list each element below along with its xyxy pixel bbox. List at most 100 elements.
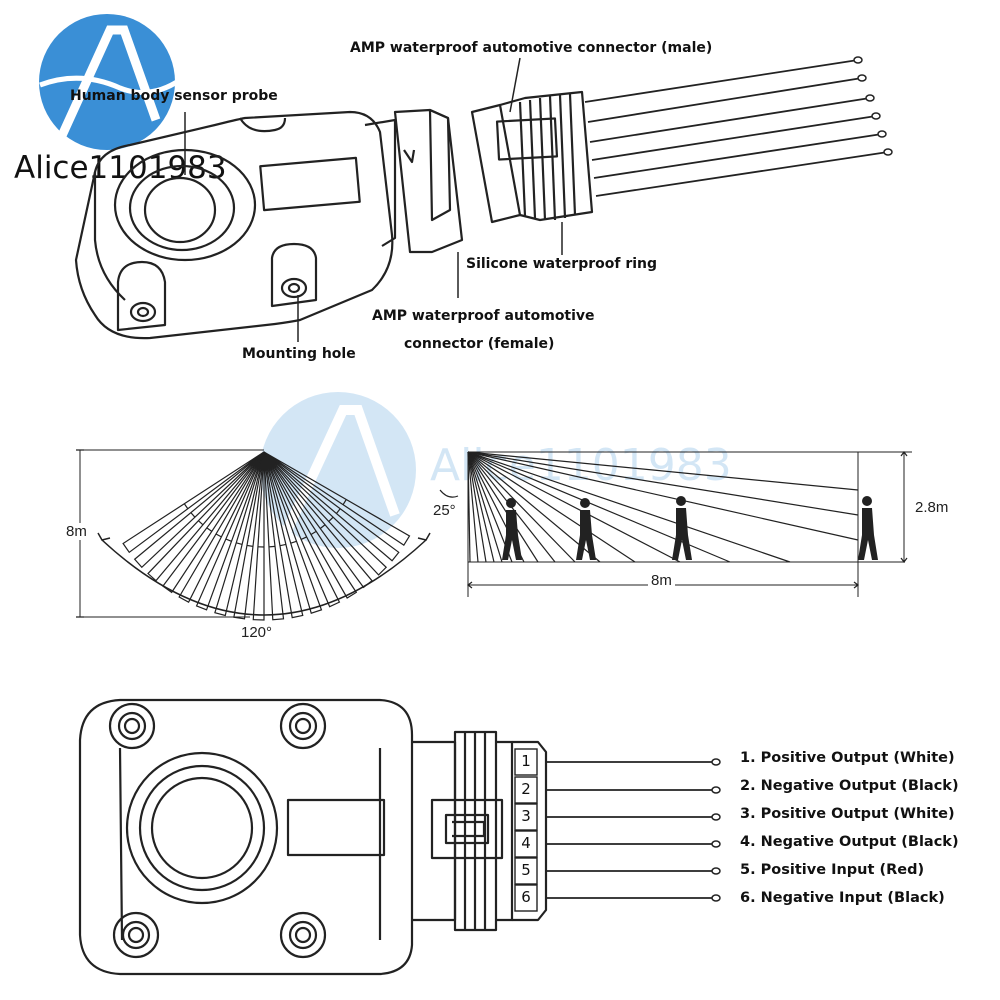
top-view-housing	[78, 698, 414, 976]
top-view-label-window	[286, 798, 386, 857]
detection-beam	[263, 451, 323, 614]
label-sensor-probe: Human body sensor probe	[70, 88, 278, 104]
watermark-logo-top	[39, 14, 182, 150]
label-detection-angle: 120°	[241, 624, 273, 641]
label-female-connector-line1: AMP waterproof automotive	[372, 308, 595, 324]
pinout-legend-item-5: 5. Positive Input (Red)	[740, 862, 925, 878]
pinout-legend-item-6: 6. Negative Input (Black)	[740, 890, 945, 906]
detection-beam	[178, 451, 265, 603]
label-tilt-angle: 25°	[433, 502, 456, 519]
side-detection-ray	[467, 451, 495, 563]
sensor-label-window	[259, 156, 361, 212]
side-detection-ray	[467, 451, 859, 491]
detection-beam-divider	[215, 533, 222, 538]
pinout-legend-item-4: 4. Negative Output (Black)	[740, 834, 959, 850]
top-view-lug-br	[279, 911, 327, 959]
label-mounting-hole: Mounting hole	[242, 346, 356, 362]
detection-beam-divider	[236, 542, 243, 546]
detection-beam-divider	[335, 508, 341, 514]
detection-beam-divider	[198, 520, 204, 526]
detection-beam	[263, 451, 341, 608]
label-detection-distance: 8m	[648, 572, 675, 589]
person-figure-1	[502, 498, 522, 560]
label-male-connector: AMP waterproof automotive connector (mal…	[350, 40, 713, 56]
detection-beam	[252, 451, 265, 621]
pinout-wires	[546, 761, 716, 899]
pin-number-2: 2	[521, 780, 531, 798]
person-figure-4	[858, 496, 878, 560]
detection-beam	[133, 451, 265, 569]
person-figures	[502, 496, 878, 560]
detection-top-view	[76, 449, 431, 621]
detection-beam	[263, 451, 400, 562]
detection-beam-divider	[328, 516, 334, 522]
detection-beam-divider	[225, 538, 232, 542]
person-figure-3	[672, 496, 692, 560]
side-detection-ray	[467, 451, 479, 563]
top-view-lug-bl	[112, 911, 160, 959]
top-view-lug-tl	[108, 702, 156, 750]
male-connector	[470, 90, 594, 224]
side-detection-ray	[467, 451, 576, 563]
pinout-legend-item-2: 2. Negative Output (Black)	[740, 778, 959, 794]
pinout-legend-item-1: 1. Positive Output (White)	[740, 750, 955, 766]
side-detection-ray	[467, 451, 471, 563]
connector-wires	[584, 59, 889, 197]
detection-beam-divider	[310, 530, 317, 536]
side-detection-ray	[467, 451, 539, 563]
detection-beam	[263, 451, 285, 621]
detection-beam	[263, 451, 358, 599]
pin-number-3: 3	[521, 807, 531, 825]
side-detection-ray	[467, 451, 791, 563]
detection-beam-divider	[268, 545, 276, 548]
pin-number-5: 5	[521, 861, 531, 879]
female-connector	[364, 108, 464, 254]
detection-beam-divider	[279, 543, 287, 547]
detection-beam	[263, 451, 388, 576]
detection-beam-divider	[206, 527, 213, 532]
label-mount-height: 2.8m	[915, 499, 949, 516]
pin-number-1: 1	[521, 752, 531, 770]
detection-beam	[263, 451, 304, 619]
detection-beam	[147, 451, 265, 582]
side-detection-ray	[467, 451, 636, 563]
side-detection-ray	[467, 451, 859, 516]
label-silicone-ring: Silicone waterproof ring	[466, 256, 658, 272]
detection-beam	[162, 451, 265, 594]
detection-beam	[214, 451, 265, 617]
pinout-legend: 1. Positive Output (White) 2. Negative O…	[740, 748, 959, 916]
detection-beam-divider	[300, 536, 307, 540]
mounting-lug-right	[270, 242, 318, 308]
detection-beam-divider	[342, 499, 347, 505]
detection-beam-divider	[290, 540, 297, 544]
detection-beam-divider	[183, 503, 189, 510]
label-female-connector-line2: connector (female)	[404, 336, 555, 352]
pin-number-boxes	[514, 748, 538, 912]
side-detection-ray	[467, 451, 601, 563]
side-detection-ray	[467, 451, 503, 563]
detection-beam	[195, 451, 265, 611]
detection-beam-divider	[319, 524, 326, 530]
detection-beam	[233, 451, 265, 620]
side-detection-ray	[467, 451, 859, 541]
detection-beam	[263, 451, 411, 546]
mounting-lug-left	[116, 260, 167, 332]
pinout-legend-item-3: 3. Positive Output (White)	[740, 806, 955, 822]
detection-side-view	[439, 451, 912, 597]
pin-number-4: 4	[521, 834, 531, 852]
top-view-probe	[125, 751, 279, 905]
top-view-lug-tr	[279, 702, 327, 750]
watermark-logo-middle	[260, 392, 416, 548]
pin-number-6: 6	[521, 888, 531, 906]
sensor-housing	[74, 110, 394, 340]
detection-beam	[122, 451, 265, 554]
person-figure-2	[576, 498, 596, 560]
side-detection-ray	[467, 451, 681, 563]
side-detection-ray	[467, 451, 487, 563]
label-range-depth: 8m	[66, 523, 87, 540]
detection-beam-divider	[190, 512, 196, 518]
